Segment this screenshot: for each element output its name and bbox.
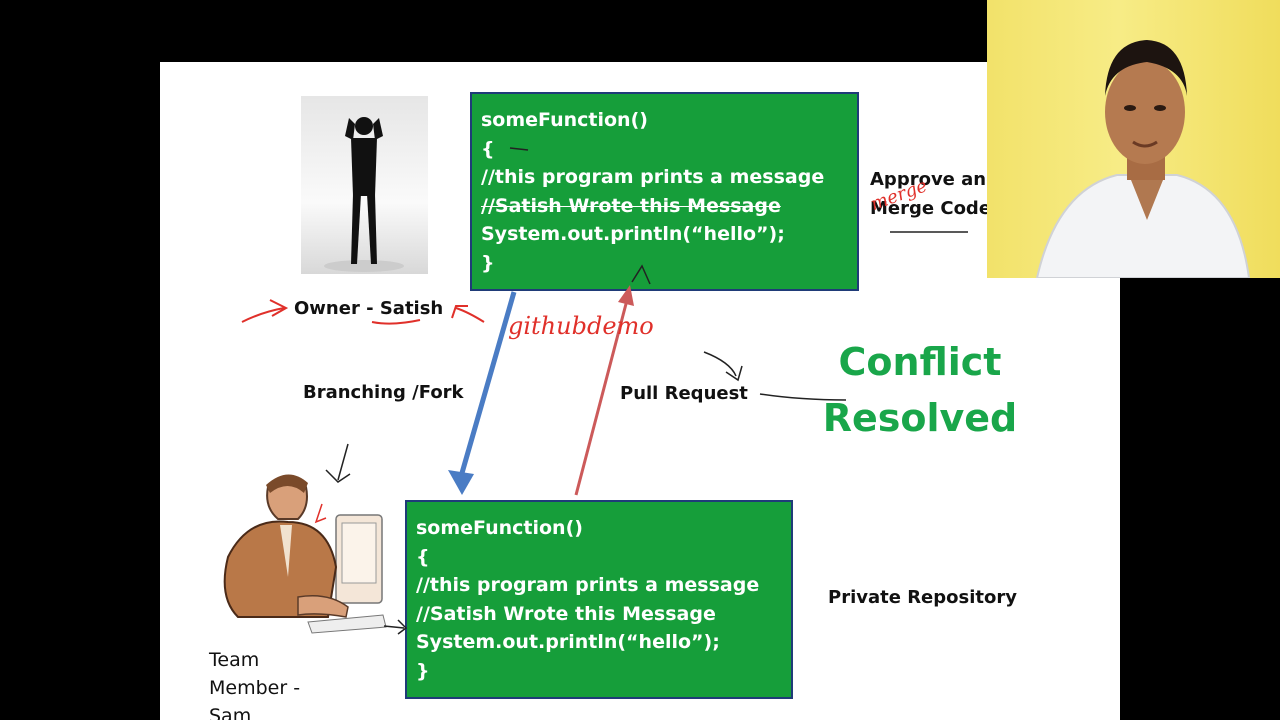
branching-fork-label: Branching /Fork <box>303 382 464 403</box>
approve-merge-label: Approve and Merge Code <box>870 169 999 219</box>
presentation-slide: someFunction() { //this program prints a… <box>160 62 1120 720</box>
code-line: someFunction() <box>481 109 648 131</box>
handwritten-arrow-icon <box>241 299 485 325</box>
code-line: //this program prints a message <box>416 574 760 596</box>
code-line: System.out.println(“hello”); <box>416 631 720 653</box>
owner-code-box: someFunction() { //this program prints a… <box>470 92 859 291</box>
pull-request-arrow <box>574 285 634 496</box>
person-celebrating-icon <box>324 117 404 272</box>
private-repository-label: Private Repository <box>828 587 1017 608</box>
pull-request-label: Pull Request <box>620 383 748 404</box>
pen-scribble-icon <box>314 147 968 635</box>
team-member-label: Team Member - Sam <box>209 649 301 720</box>
code-line: //Satish Wrote this Message <box>416 602 716 625</box>
owner-label: Owner - Satish <box>294 298 444 319</box>
code-line: { <box>416 545 430 568</box>
conflict-resolved-heading: Conflict Resolved <box>822 340 1018 440</box>
code-line: //this program prints a message <box>481 166 825 188</box>
person-at-computer-icon <box>223 474 387 634</box>
code-line: System.out.println(“hello”); <box>481 223 785 245</box>
code-line: { <box>481 137 495 160</box>
fork-arrow <box>448 291 517 495</box>
handwritten-github-note: githubdemo <box>508 312 654 340</box>
owner-silhouette-image <box>301 96 428 274</box>
presenter-video-icon <box>1035 40 1251 278</box>
handwritten-merge-note: merge <box>868 175 930 215</box>
code-line: } <box>481 251 495 274</box>
team-member-illustration <box>208 467 388 637</box>
code-line: someFunction() <box>416 517 583 539</box>
presenter-webcam <box>987 0 1280 278</box>
code-line: } <box>416 659 430 682</box>
team-member-code-box: someFunction() { //this program prints a… <box>405 500 793 699</box>
code-line: //Satish Wrote this Message <box>481 194 781 217</box>
